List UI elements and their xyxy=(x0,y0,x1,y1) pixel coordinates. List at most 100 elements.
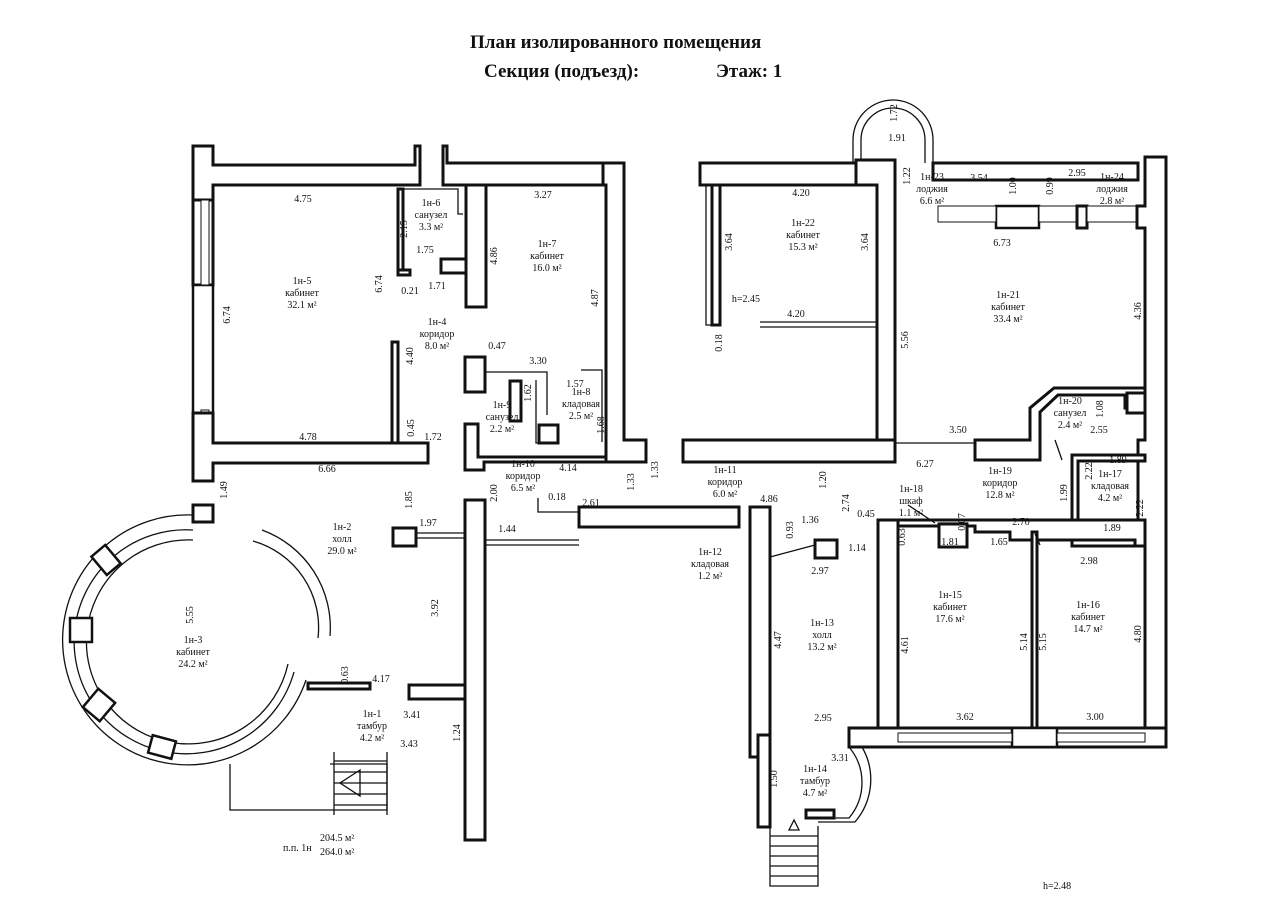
room-area: 6.6 м² xyxy=(920,196,944,207)
room-type: кладовая xyxy=(1091,481,1129,492)
room-area: 3.3 м² xyxy=(419,222,443,233)
dimension-label: 1.50 xyxy=(769,770,780,788)
dimension-label: 0.18 xyxy=(548,492,566,503)
room-area: 24.2 м² xyxy=(178,659,207,670)
dimension-label: 4.17 xyxy=(372,674,390,685)
room-type: кабинет xyxy=(285,288,319,299)
room-type: коридор xyxy=(708,477,743,488)
room-id: 1н-9 xyxy=(493,400,512,411)
dimension-label: 1.89 xyxy=(1109,455,1127,466)
room-id: 1н-14 xyxy=(803,764,827,775)
room-area: 13.2 м² xyxy=(807,642,836,653)
dimension-label: 2.55 xyxy=(1090,425,1108,436)
room-type: кабинет xyxy=(786,230,820,241)
room-id: 1н-19 xyxy=(988,466,1012,477)
dimension-label: 1.91 xyxy=(888,133,906,144)
dimension-label: 3.64 xyxy=(724,233,735,251)
dimension-label: 2.95 xyxy=(1068,168,1086,179)
room-type: санузел xyxy=(415,210,448,221)
dimension-label: 6.74 xyxy=(222,306,233,324)
dimension-label: 6.66 xyxy=(318,464,336,475)
dimension-label: 2.00 xyxy=(489,484,500,502)
room-area: 12.8 м² xyxy=(985,490,1014,501)
dimension-label: 0.45 xyxy=(857,509,875,520)
dimension-label: 4.36 xyxy=(1133,302,1144,320)
dimension-labels: 4.756.746.744.786.660.451.724.402.151.75… xyxy=(185,104,1146,788)
dimension-label: 1.33 xyxy=(626,473,637,491)
room-area: 16.0 м² xyxy=(532,263,561,274)
room-type: тамбур xyxy=(800,776,830,787)
room-area: 2.8 м² xyxy=(1100,196,1124,207)
dimension-label: h=2.45 xyxy=(732,294,760,305)
dimension-label: 1.44 xyxy=(498,524,516,535)
room-type: коридор xyxy=(983,478,1018,489)
room-type: кабинет xyxy=(991,302,1025,313)
dimension-label: 3.31 xyxy=(831,753,849,764)
room-id: 1н-23 xyxy=(920,172,944,183)
dimension-label: 3.00 xyxy=(1086,712,1104,723)
room-area: 4.2 м² xyxy=(1098,493,1122,504)
dimension-label: 4.78 xyxy=(299,432,317,443)
footnote-height: h=2.48 xyxy=(1043,881,1071,892)
area-totals: п.п. 1н 204.5 м² 264.0 м² h=2.48 xyxy=(283,833,1071,892)
totals-label: п.п. 1н xyxy=(283,843,312,854)
dimension-label: 2.74 xyxy=(841,494,852,512)
room-area: 33.4 м² xyxy=(993,314,1022,325)
dimension-label: 4.20 xyxy=(787,309,805,320)
exterior-walls-left xyxy=(191,144,741,842)
dimension-label: 1.71 xyxy=(428,281,446,292)
dimension-label: 3.27 xyxy=(534,190,552,201)
room-area: 32.1 м² xyxy=(287,300,316,311)
room-type: санузел xyxy=(486,412,519,423)
room-id: 1н-17 xyxy=(1098,469,1122,480)
dimension-label: 0.47 xyxy=(488,341,506,352)
room-id: 1н-2 xyxy=(333,522,352,533)
room-area: 14.7 м² xyxy=(1073,624,1102,635)
dimension-label: 1.00 xyxy=(1008,177,1019,195)
room-id: 1н-21 xyxy=(996,290,1020,301)
dimension-label: 1.72 xyxy=(889,104,900,122)
room-type: кабинет xyxy=(176,647,210,658)
dimension-label: 1.36 xyxy=(801,515,819,526)
dimension-label: 4.47 xyxy=(773,631,784,649)
dimension-label: 1.99 xyxy=(1059,484,1070,502)
room-id: 1н-4 xyxy=(428,317,447,328)
room-type: кабинет xyxy=(933,602,967,613)
dimension-label: 1.97 xyxy=(419,518,437,529)
room-type: санузел xyxy=(1054,408,1087,419)
section-label: Секция (подъезд): xyxy=(484,61,640,82)
dimension-label: 4.80 xyxy=(1133,625,1144,643)
room-area: 8.0 м² xyxy=(425,341,449,352)
dimension-label: 2.70 xyxy=(1012,517,1030,528)
dimension-label: 2.61 xyxy=(582,498,600,509)
dimension-label: 1.62 xyxy=(523,384,534,402)
dimension-label: 2.95 xyxy=(814,713,832,724)
room-id: 1н-15 xyxy=(938,590,962,601)
room-type: кладовая xyxy=(562,399,600,410)
dimension-label: 4.75 xyxy=(294,194,312,205)
dimension-label: 1.57 xyxy=(566,379,584,390)
dimension-label: 6.73 xyxy=(993,238,1011,249)
dimension-label: 1.49 xyxy=(219,481,230,499)
room-type: шкаф xyxy=(899,496,923,507)
dimension-label: 5.56 xyxy=(900,331,911,349)
room-area: 2.4 м² xyxy=(1058,420,1082,431)
total-area-1: 204.5 м² xyxy=(320,833,354,844)
room-type: лоджия xyxy=(916,184,948,195)
room-type: коридор xyxy=(506,471,541,482)
room-id: 1н-10 xyxy=(511,459,535,470)
